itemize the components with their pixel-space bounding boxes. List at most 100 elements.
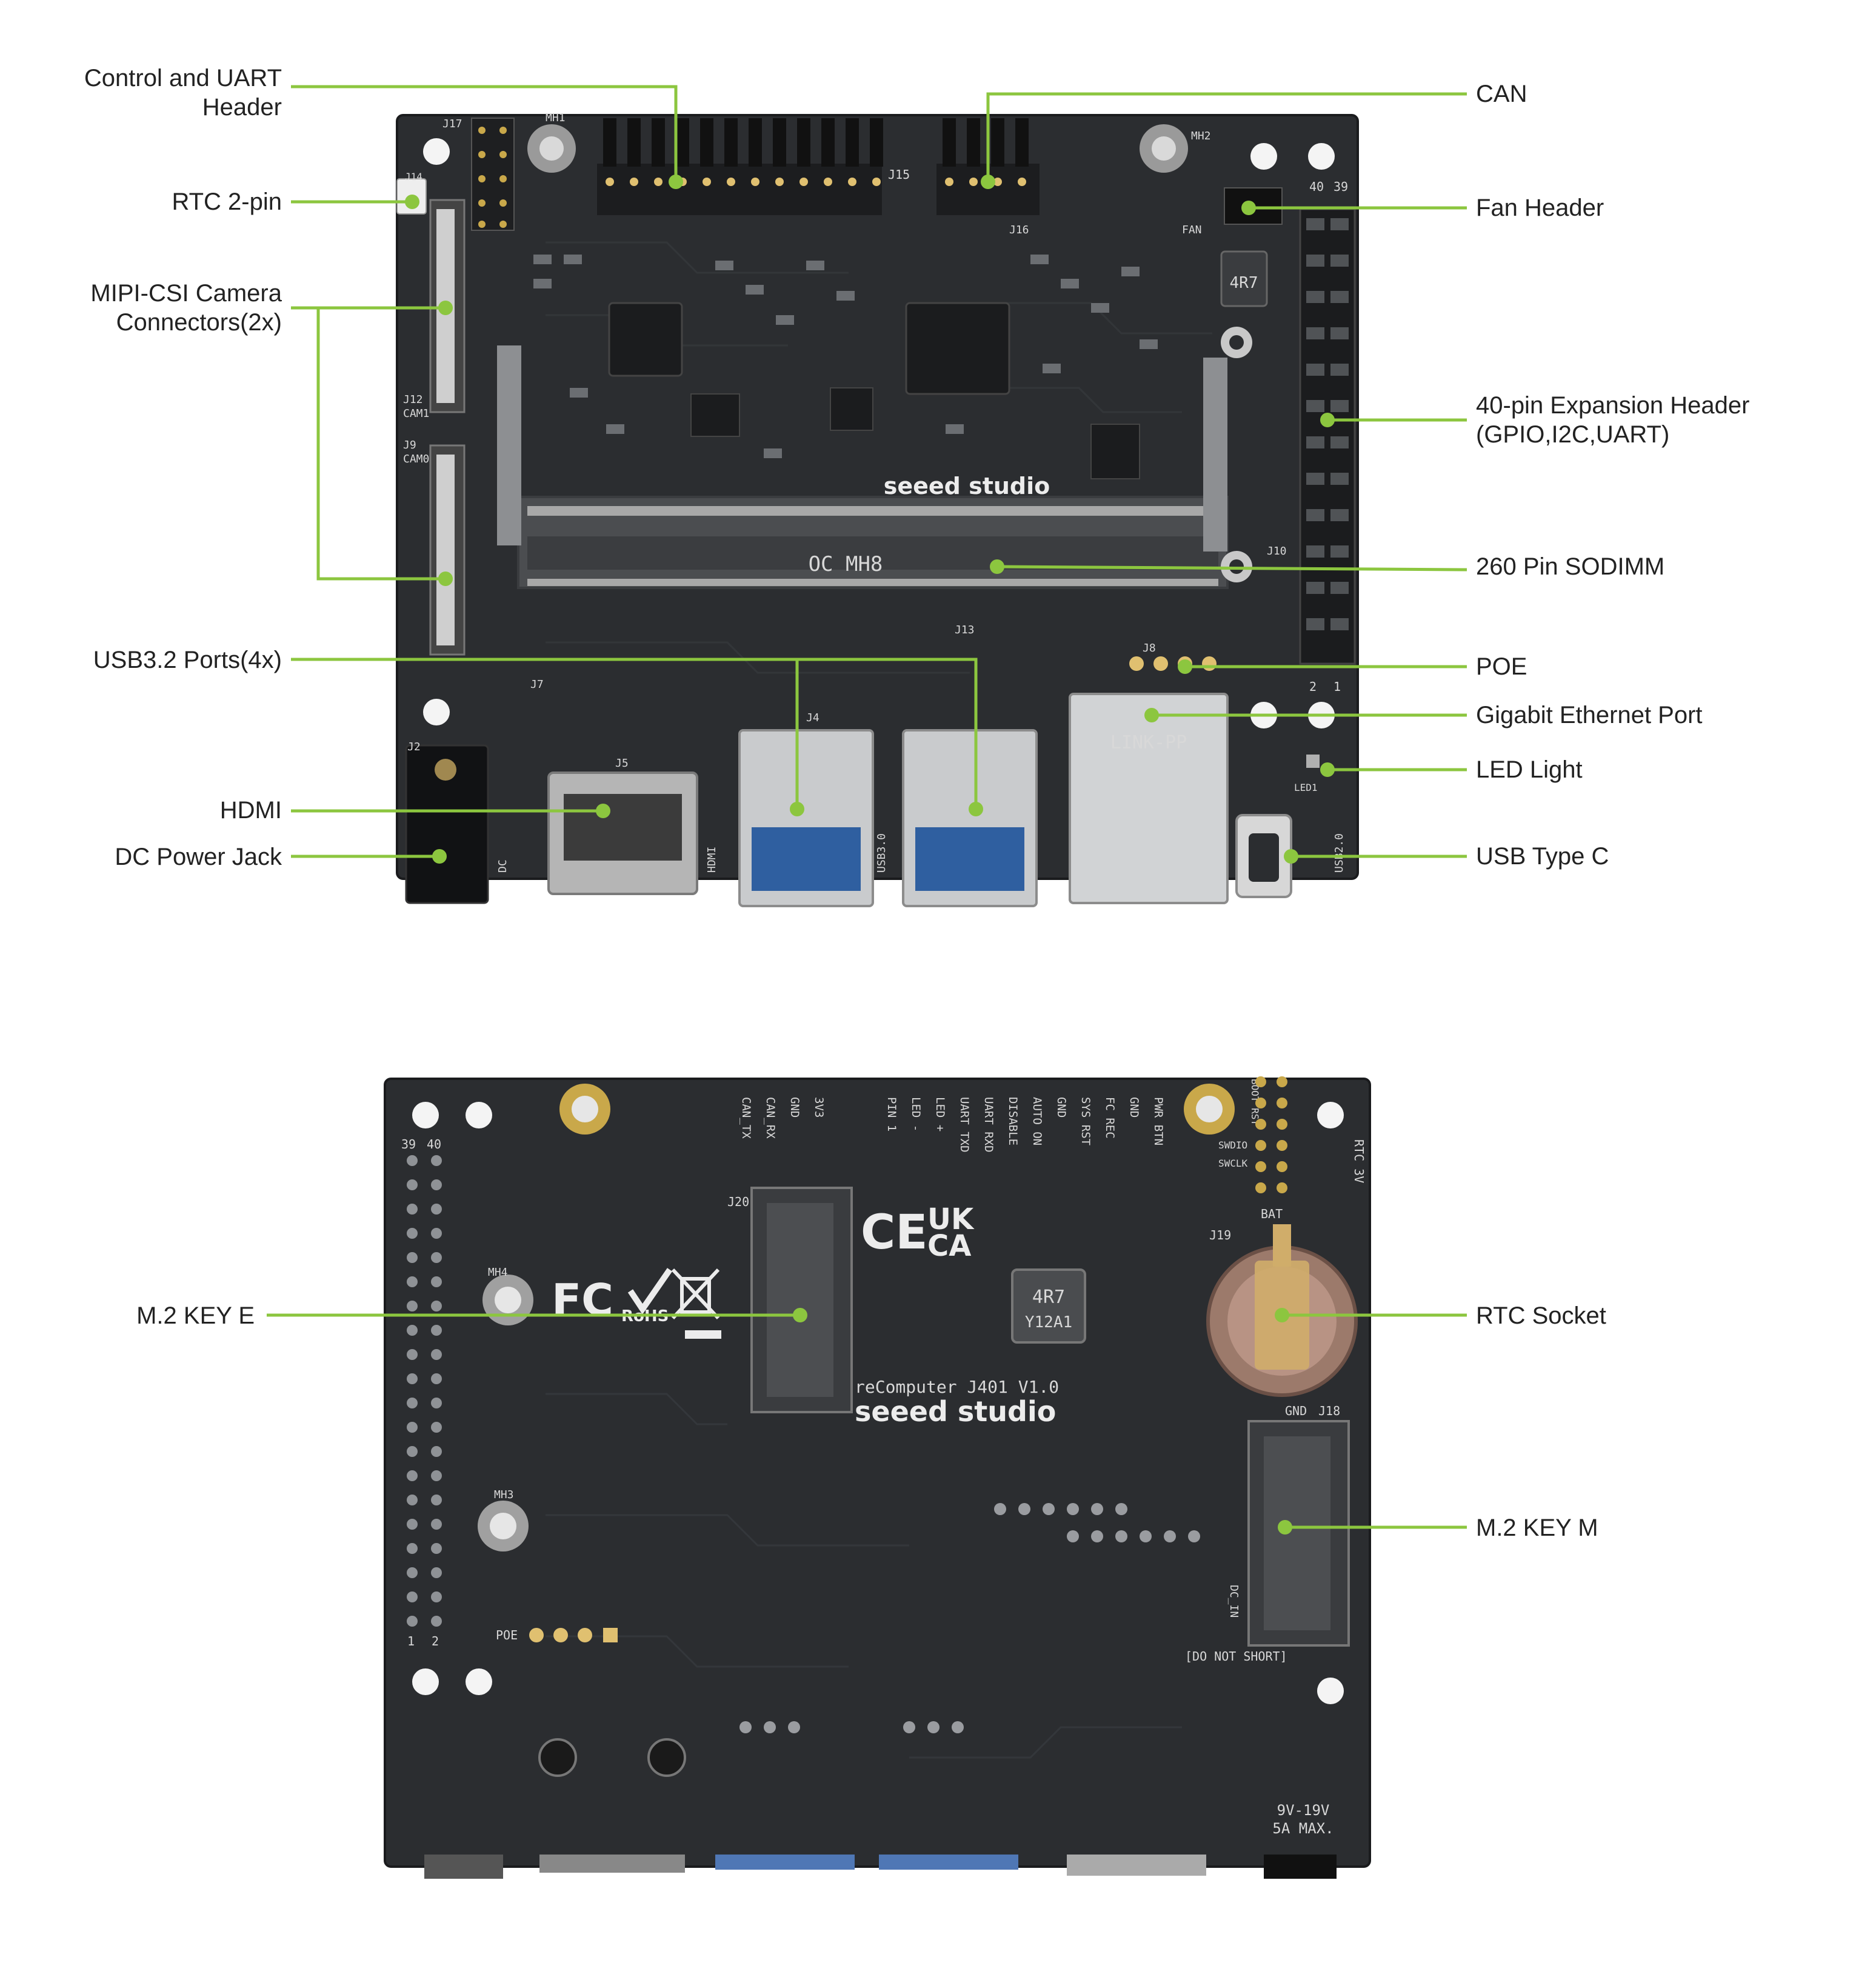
top-cam1: CAM1 (403, 407, 429, 420)
rtc-3v-silk: RTC 3V (1352, 1139, 1366, 1183)
sodimm-label: 260 Pin SODIMM (1476, 553, 1664, 580)
led-label: LED Light (1476, 756, 1583, 783)
bottom-pin-40: 40 (427, 1137, 441, 1151)
top-cam0: CAM0 (403, 453, 429, 465)
j19-silk: J19 (1209, 1228, 1231, 1242)
control-uart-leader (291, 85, 678, 182)
poe-dot (1178, 659, 1192, 674)
expansion-dot (1320, 413, 1335, 427)
top-j8: J8 (1143, 642, 1156, 655)
hdmi-dot (596, 804, 610, 818)
expansion-label-line2: (GPIO,I2C,UART) (1476, 421, 1669, 448)
dc-in-silk: DC_IN (1227, 1585, 1240, 1618)
fc-mark: FC (552, 1275, 613, 1325)
pin-label: AUTO ON (1030, 1097, 1044, 1145)
pin-label: SYS RST (1079, 1097, 1092, 1145)
pin-label: GND (1055, 1097, 1068, 1118)
header-pin-labels: PWR BTN GND FC REC SYS RST GND AUTO ON D… (739, 1079, 1261, 1169)
rtc-2pin-label: RTC 2-pin (172, 188, 282, 215)
rtc-socket-dot (1275, 1308, 1289, 1322)
top-usb30-silk: USB3.0 (875, 833, 888, 873)
model-silk: reComputer J401 V1.0 (855, 1377, 1059, 1397)
mipi-csi-dot-lower (438, 572, 453, 586)
pin-label: SWCLK (1218, 1158, 1248, 1169)
rj45-logo: LINK-PP (1110, 732, 1187, 753)
m2-key-e-dot (793, 1308, 807, 1322)
fan-dot (1241, 201, 1256, 215)
can-leader (986, 92, 1467, 182)
power-rating-top: 9V-19V (1277, 1802, 1330, 1819)
bottom-brand-logo: seeed studio (855, 1395, 1056, 1428)
top-j10: J10 (1267, 545, 1287, 558)
pin-label: UART RXD (982, 1097, 995, 1153)
rtc-socket-label: RTC Socket (1476, 1302, 1606, 1329)
top-mh2: MH2 (1191, 130, 1211, 142)
top-usb20-silk: USB2.0 (1333, 833, 1346, 873)
bottom-pin-39: 39 (401, 1137, 416, 1151)
pin-label: GND (788, 1097, 801, 1118)
ce-mark: CE (861, 1205, 928, 1260)
top-led1: LED1 (1294, 782, 1318, 793)
top-j14: J14 (405, 171, 422, 182)
bottom-inductor-top: 4R7 (1032, 1287, 1065, 1308)
j18-silk: J18 (1318, 1404, 1340, 1418)
pin-label: GND (1127, 1097, 1141, 1118)
j20-silk: J20 (727, 1195, 749, 1209)
top-pin-1: 1 (1334, 679, 1341, 694)
control-uart-dot (669, 175, 683, 189)
top-brand-logo: seeed studio (884, 473, 1050, 499)
ukca-mark-top: UK (927, 1202, 975, 1236)
usb32-dot-left (790, 802, 804, 816)
top-j12: J12 (403, 393, 423, 406)
hdmi-label: HDMI (220, 797, 282, 824)
top-mh1: MH1 (546, 112, 566, 124)
pin-label: UART TXD (958, 1097, 971, 1153)
top-j17: J17 (442, 118, 462, 130)
top-j7: J7 (530, 678, 544, 691)
m2-key-m-label: M.2 KEY M (1476, 1515, 1598, 1541)
power-rating-bottom: 5A MAX. (1272, 1820, 1334, 1837)
top-pin-39: 39 (1334, 179, 1348, 194)
m2-key-m-dot (1278, 1520, 1292, 1535)
gnd-silk: GND (1285, 1404, 1307, 1418)
sodimm-leader (996, 565, 1467, 572)
bat-silk: BAT (1261, 1207, 1283, 1221)
pin-label: PWR BTN (1152, 1097, 1165, 1145)
pin-label: LED + (933, 1097, 947, 1131)
mipi-csi-label-line2: Connectors(2x) (116, 309, 282, 336)
top-j2: J2 (407, 741, 421, 753)
pin-label: 3V3 (812, 1097, 826, 1118)
top-hdmi-silk: HDMI (706, 847, 718, 873)
mh3-silk: MH3 (494, 1488, 514, 1501)
do-not-short-silk: [DO NOT SHORT] (1185, 1649, 1287, 1664)
bottom-board: 39 40 1 2 PWR BTN GND FC REC SYS RST GND… (384, 1076, 1371, 1879)
top-j15: J15 (888, 167, 910, 182)
led-dot (1320, 762, 1335, 777)
top-j9: J9 (403, 439, 416, 452)
mipi-csi-leader (291, 306, 446, 581)
mipi-csi-label-line1: MIPI-CSI Camera (90, 280, 282, 307)
callouts: Control and UART Header RTC 2-pin MIPI-C… (84, 65, 1749, 1541)
can-label: CAN (1476, 81, 1527, 107)
top-dc-silk: DC (496, 859, 509, 873)
poe-label: POE (1476, 653, 1527, 680)
usb-c-dot (1284, 849, 1298, 864)
pin-label: FC REC (1103, 1097, 1117, 1139)
fan-label: Fan Header (1476, 195, 1604, 221)
top-pin-40: 40 (1309, 179, 1324, 194)
pin-label: PIN 1 (885, 1097, 898, 1131)
pin-label: CAN_RX (764, 1097, 777, 1139)
m2-key-e-label: M.2 KEY E (136, 1302, 255, 1329)
top-j16: J16 (1009, 224, 1029, 236)
bottom-pin-2: 2 (432, 1634, 439, 1648)
dc-jack-label: DC Power Jack (115, 844, 282, 870)
control-uart-label-line1: Control and UART (84, 65, 282, 92)
pin-label: DISABLE (1006, 1097, 1020, 1145)
usb32-dot-right (969, 802, 983, 816)
rtc-2pin-dot (405, 195, 419, 209)
top-fan-silk: FAN (1182, 224, 1202, 236)
pin-label: LED - (909, 1097, 923, 1131)
top-j4: J4 (806, 712, 819, 724)
bottom-poe-silk: POE (496, 1628, 518, 1642)
